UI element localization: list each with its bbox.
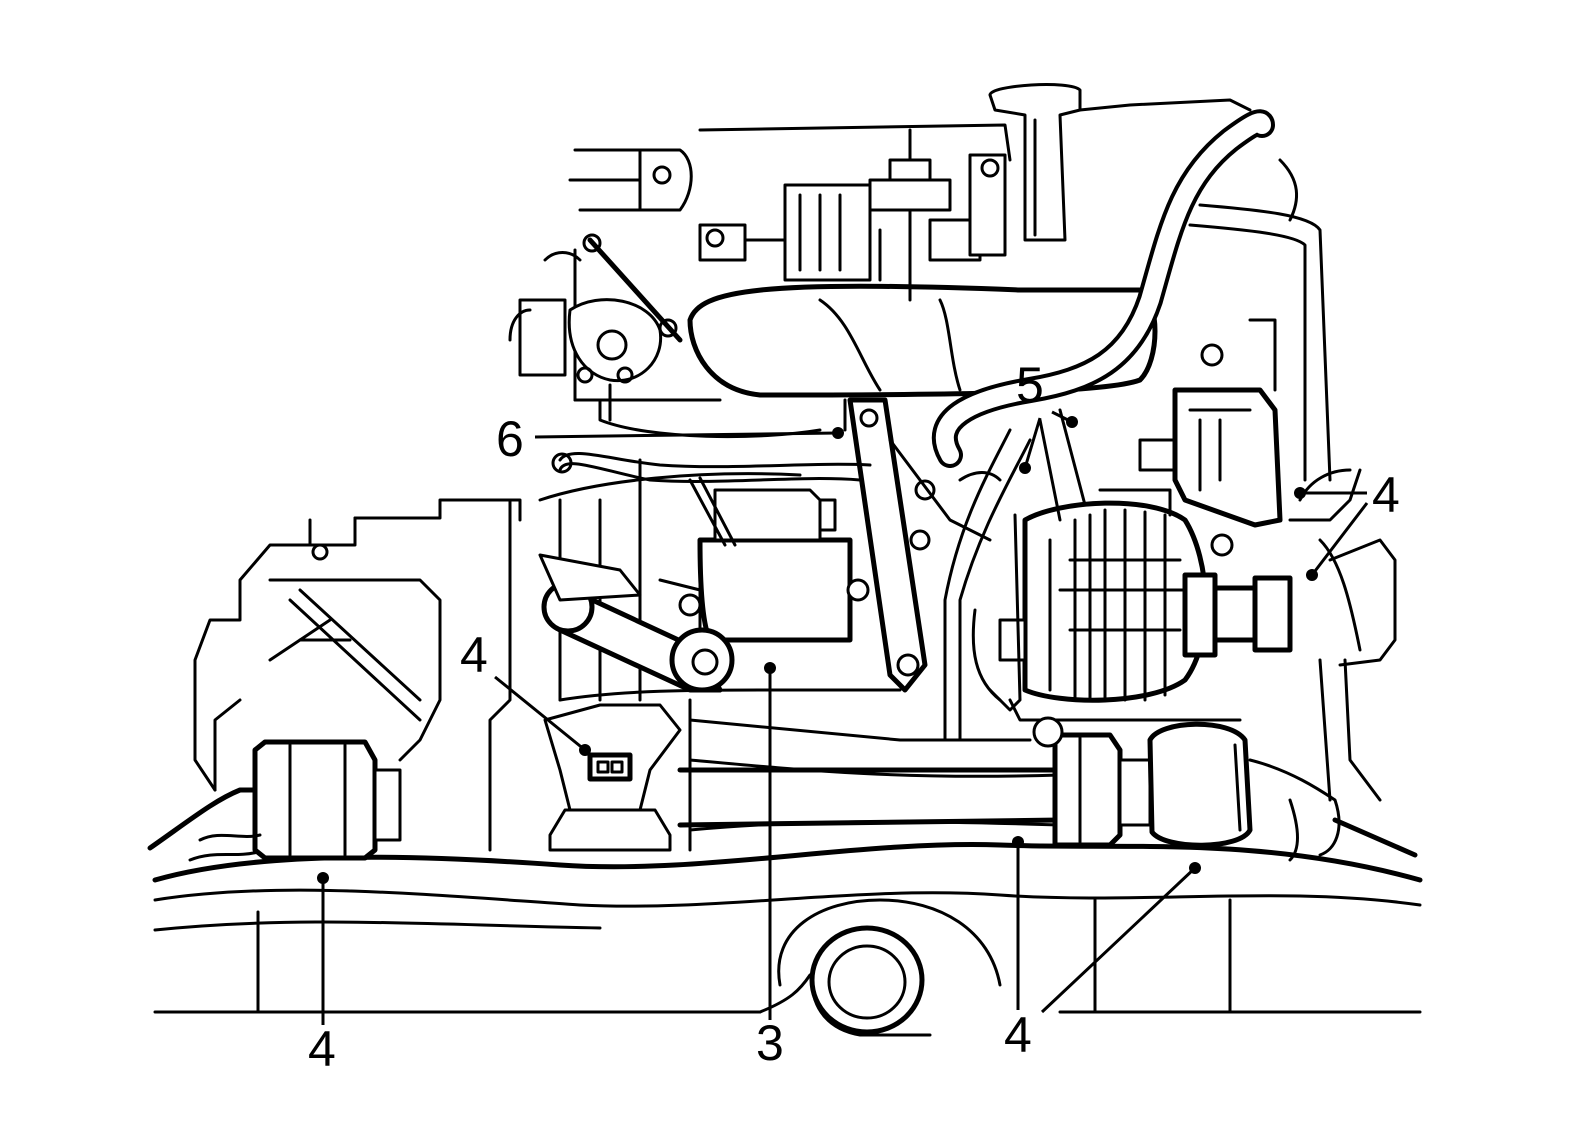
- callout-6: 6: [496, 411, 524, 467]
- callout-3: 3: [756, 1015, 784, 1071]
- callout-4-center: 4: [460, 627, 488, 683]
- callout-labels: 6 5 4 4 4 3 4: [308, 357, 1400, 1077]
- alternator-adjust-bar: [843, 397, 992, 693]
- callout-4-bottom-right: 4: [1004, 1007, 1032, 1063]
- drive-shaft: [677, 721, 1418, 862]
- idler: [1032, 716, 1064, 748]
- exhaust-pipe: [809, 925, 932, 1037]
- small-hose: [551, 452, 872, 547]
- starter-motor: [697, 488, 870, 643]
- upper-hose: [931, 109, 1275, 468]
- throttle-linkage: [508, 148, 693, 422]
- alternator: [988, 488, 1293, 722]
- mid-hoses: [943, 408, 1087, 742]
- intake-manifold: [573, 123, 1158, 439]
- leaders: [317, 410, 1369, 1025]
- callout-4-right: 4: [1372, 467, 1400, 523]
- rear-hose: [1188, 158, 1332, 482]
- throttle-body: [698, 128, 1007, 302]
- left-drive-shaft-joint: [147, 739, 402, 862]
- starter-bracket: [538, 553, 735, 693]
- subframe: [152, 842, 1423, 1014]
- engine-mount-center: [543, 703, 682, 852]
- callout-5: 5: [1016, 357, 1044, 413]
- transmission-housing: [193, 498, 522, 792]
- oil-filler-cap: [988, 83, 1252, 242]
- callout-4-bottom-left: 4: [308, 1021, 336, 1077]
